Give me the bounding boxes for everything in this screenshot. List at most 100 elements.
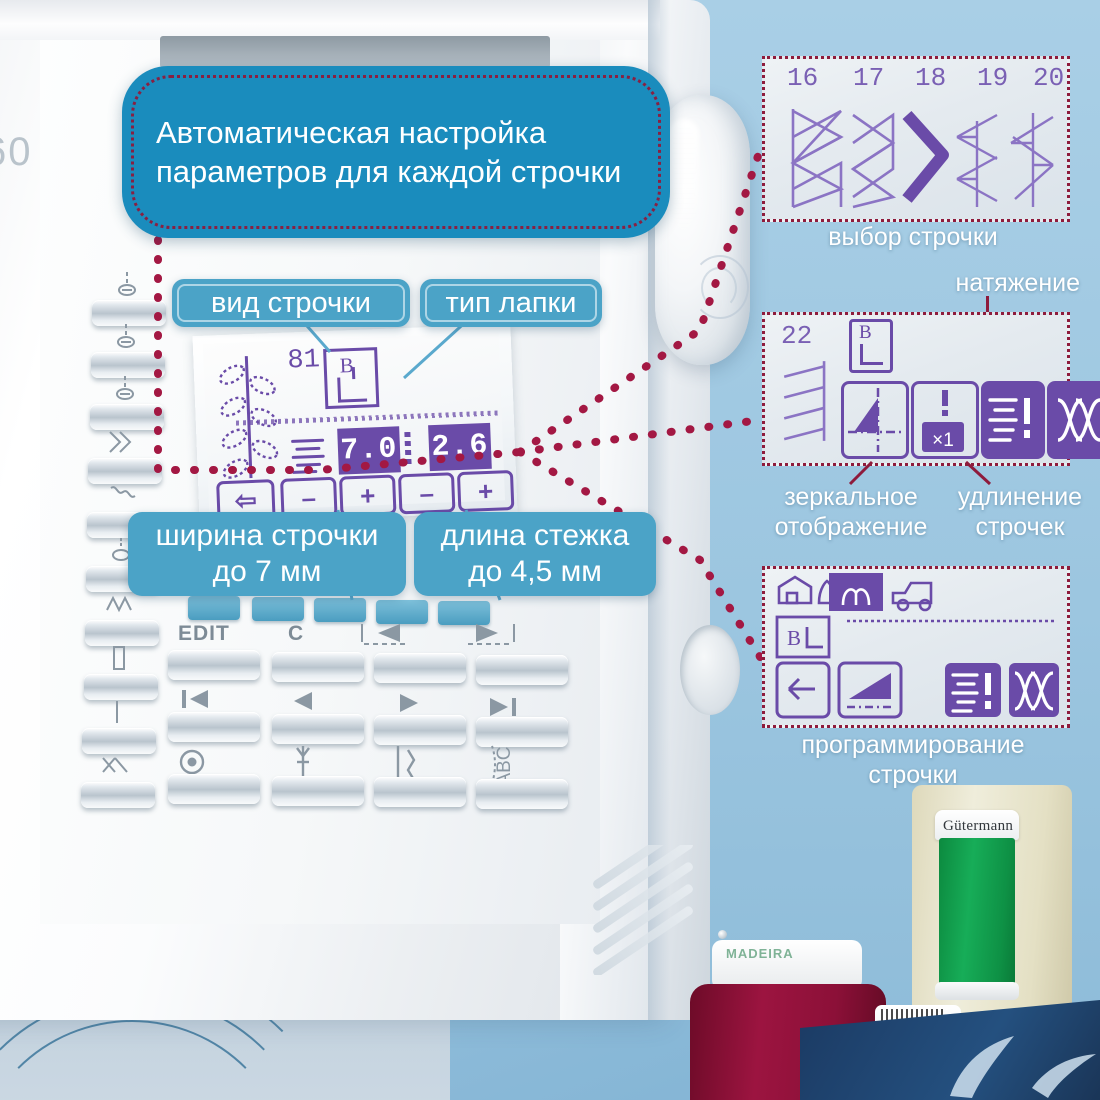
needle-stop-icon	[178, 748, 208, 776]
lcd-length-plus-key[interactable]: +	[456, 469, 515, 513]
lcd-screen-bezel: 81 B 7.0 2.6 ⇦ – + – +	[192, 323, 518, 525]
madeira-burgundy-cone: MADEIRA	[690, 940, 910, 1100]
reverse-left-icon	[358, 620, 418, 648]
lcd-length-value[interactable]: 2.6	[428, 422, 492, 472]
needle-center-icon	[110, 270, 144, 298]
prev-arrow-icon	[286, 688, 320, 714]
panel2-tile-stitch-length[interactable]	[1047, 381, 1100, 459]
stitch-selector-button-10[interactable]	[81, 782, 156, 808]
lcd-soft-key-1[interactable]	[188, 596, 240, 620]
panel3-content: B	[775, 573, 1059, 719]
stitch-selector-button-2[interactable]	[90, 352, 165, 378]
svg-text:×1: ×1	[932, 430, 954, 451]
stitch-selector-button-1[interactable]	[92, 300, 166, 326]
panel2-foot-letter: B	[859, 322, 872, 343]
main-callout: Автоматическая настройка параметров для …	[122, 66, 670, 238]
keypad-row2-button-2[interactable]	[272, 713, 364, 744]
stitch-selector-button-4[interactable]	[88, 458, 163, 484]
panel2-tile-elongation[interactable]: ×1	[911, 381, 979, 459]
lcd-stitch-number: 81	[286, 345, 321, 377]
pill-stitch-width-line1: ширина строчки	[155, 519, 379, 552]
needle-left-icon	[109, 322, 143, 350]
forward-right-icon	[462, 620, 522, 648]
needle-right-icon	[108, 374, 142, 402]
panel1-stitch-number: 19	[977, 63, 1009, 93]
main-callout-text: Автоматическая настройка параметров для …	[156, 114, 622, 189]
machine-top-slot	[160, 36, 550, 68]
edit-button-label: EDIT	[178, 622, 230, 645]
panel2-foot-shape	[860, 344, 883, 365]
panel2-stitch-preview	[783, 361, 826, 441]
triangle-stitch-icon	[103, 590, 137, 618]
lcd-width-plus-key[interactable]: +	[339, 474, 397, 517]
abc-letter-icon: ABC	[484, 740, 528, 788]
lcd-length-minus-key[interactable]: –	[397, 472, 456, 515]
pill-foot-type-label: тип лапки	[445, 286, 577, 319]
handwheel-gloss	[669, 119, 699, 229]
buttonhole-icon	[102, 644, 136, 672]
pill-stitch-view: вид строчки	[172, 279, 410, 327]
panel2-foot-icon: B	[849, 319, 893, 373]
machine-oval-port	[680, 625, 740, 715]
panel1-stitch-number: 16	[787, 63, 819, 93]
pill-foot-type: тип лапки	[420, 279, 602, 327]
keypad-row1-button-1[interactable]	[168, 650, 260, 680]
pill-stitch-view-ring	[177, 284, 405, 322]
skip-start-icon	[178, 686, 218, 712]
lcd-soft-key-3[interactable]	[314, 598, 366, 623]
lcd-soft-key-4[interactable]	[376, 599, 428, 624]
panel1-stitch-number: 18	[915, 63, 947, 93]
keypad-row1-button-3[interactable]	[374, 653, 466, 683]
next-arrow-icon	[392, 690, 426, 716]
panel2-tile-stitch-width[interactable]	[981, 381, 1045, 459]
panel1-stitch-number: 17	[853, 63, 885, 93]
skip-end-icon	[486, 694, 526, 720]
keypad-row3-button-2[interactable]	[272, 775, 364, 806]
lcd-stitch-width-icon	[291, 438, 325, 474]
panel2-tile-mirror[interactable]	[841, 381, 909, 459]
pill-stitch-length-line1: длина стежка	[440, 519, 630, 552]
label-tension: натяжение	[955, 269, 1080, 297]
pill-stitch-view-label: вид строчки	[211, 286, 371, 319]
lcd-presser-foot-icon: B	[323, 347, 380, 410]
keypad-row3-button-3[interactable]	[374, 777, 466, 807]
keypad-row3-button-4[interactable]	[476, 778, 568, 809]
keypad-row2-button-4[interactable]	[476, 716, 568, 747]
pill-foot-type-ring	[425, 284, 597, 322]
clear-button-label: C	[288, 622, 305, 645]
lcd-width-value[interactable]: 7.0	[337, 426, 401, 475]
keypad-row1-button-2[interactable]	[272, 651, 364, 682]
panel-stitch-settings: 22 B ×1	[762, 312, 1100, 466]
gutermann-brand-label: Gütermann	[943, 818, 1014, 834]
svg-text:B: B	[787, 626, 801, 650]
label-mirror: зеркальное отображение	[774, 483, 928, 541]
panel2-stitch-number: 22	[781, 321, 813, 351]
lcd-foot-shape	[337, 376, 368, 403]
panel-stitch-programming: B	[762, 566, 1070, 728]
stitch-selector-button-9[interactable]	[82, 728, 157, 754]
lcd-screen[interactable]: 81 B 7.0 2.6 ⇦ – + – +	[202, 332, 515, 522]
keypad-row1-button-4[interactable]	[476, 654, 568, 685]
stitch-selector-button-7[interactable]	[84, 620, 159, 646]
keypad-row3-button-1[interactable]	[168, 774, 260, 804]
pill-stitch-width-line2: до 7 мм	[212, 555, 322, 588]
madeira-brand-label: MADEIRA	[726, 946, 794, 961]
wave-icon	[105, 482, 139, 510]
leaf-stitch-preview	[219, 356, 279, 479]
machine-top-cover	[0, 0, 660, 40]
lcd-length-marker-icon	[404, 431, 412, 467]
stitch-selector-button-8[interactable]	[83, 674, 158, 700]
lcd-soft-key-2[interactable]	[252, 597, 304, 622]
pill-stitch-length-line2: до 4,5 мм	[468, 555, 602, 588]
stitch-selector-button-3[interactable]	[89, 404, 164, 430]
lcd-soft-key-5[interactable]	[438, 600, 490, 625]
keypad-row2-button-1[interactable]	[168, 712, 260, 742]
keypad-row2-button-3[interactable]	[374, 715, 466, 745]
overlock-icon	[99, 752, 133, 780]
stitch-pattern-previews	[790, 109, 1054, 209]
zigzag-icon	[106, 428, 140, 456]
panel-stitch-programming-caption: программирование строчки	[801, 731, 1025, 789]
label-elongation: удлинение строчек	[957, 483, 1083, 541]
